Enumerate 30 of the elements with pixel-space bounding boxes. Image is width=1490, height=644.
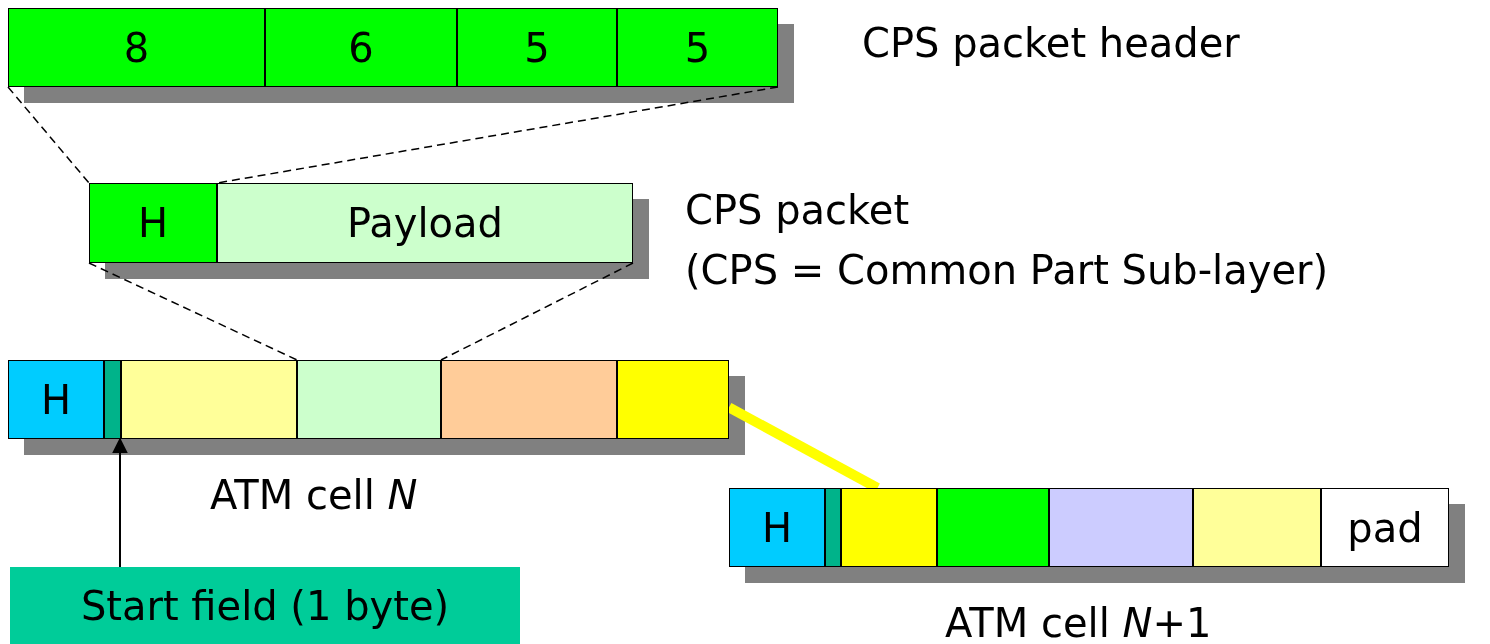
- cell-segment: [617, 360, 729, 439]
- start-field: [825, 488, 841, 567]
- cell-segment: [841, 488, 937, 567]
- padding-field: pad: [1321, 488, 1449, 567]
- caption-text: CPS packet header: [862, 20, 1240, 66]
- mapping-line: [7, 86, 90, 184]
- cell-segment: [297, 360, 441, 439]
- cell-segment: [441, 360, 617, 439]
- payload-field: Payload: [217, 183, 633, 263]
- caption-text: CPS packet: [685, 187, 910, 233]
- mapping-line: [216, 86, 779, 184]
- callout-box: Start field (1 byte): [10, 567, 520, 644]
- start-field: [104, 360, 121, 439]
- header-field: 8: [8, 8, 265, 87]
- mapping-line: [440, 262, 634, 361]
- header-field: 5: [617, 8, 778, 87]
- cell-segment: [937, 488, 1049, 567]
- header-field: 6: [265, 8, 457, 87]
- cell-caption: ATM cell N+1: [945, 600, 1212, 644]
- cell-caption: ATM cell N: [210, 472, 418, 518]
- cell-segment: [121, 360, 297, 439]
- cell-header-field: H: [8, 360, 104, 439]
- mapping-line: [88, 262, 298, 361]
- caption-text: (CPS = Common Part Sub-layer): [685, 247, 1329, 293]
- packet-header-field: H: [89, 183, 217, 263]
- cell-segment: [1193, 488, 1321, 567]
- cell-header-field: H: [729, 488, 825, 567]
- header-field: 5: [457, 8, 617, 87]
- arrow: [112, 437, 128, 568]
- cell-segment: [1049, 488, 1193, 567]
